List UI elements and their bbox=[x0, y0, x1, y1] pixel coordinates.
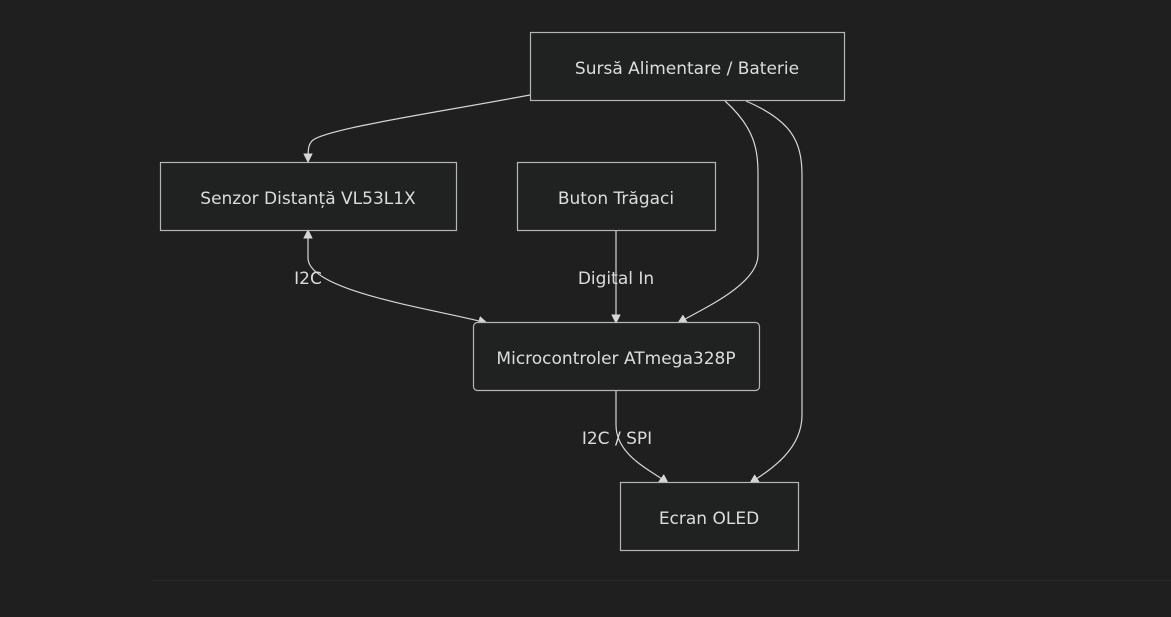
edge-label-i2c-spi: I2C / SPI bbox=[582, 429, 652, 449]
edge-label-i2c: I2C bbox=[294, 269, 322, 289]
edge-sensor-mcu bbox=[303, 229, 488, 326]
edge-mcu-to-oled bbox=[615, 391, 669, 484]
node-microcontroller[interactable]: Microcontroler ATmega328P bbox=[472, 321, 761, 392]
node-oled-screen[interactable]: Ecran OLED bbox=[619, 481, 800, 552]
node-oled-screen-label: Ecran OLED bbox=[659, 509, 759, 529]
node-trigger-button-label: Buton Trăgaci bbox=[558, 189, 674, 209]
edge-power-to-oled bbox=[745, 100, 803, 484]
edge-label-digital-in: Digital In bbox=[578, 269, 654, 289]
node-power-source-label: Sursă Alimentare / Baterie bbox=[575, 59, 799, 79]
node-trigger-button[interactable]: Buton Trăgaci bbox=[516, 161, 717, 232]
edge-power-to-sensor bbox=[303, 94, 531, 163]
node-distance-sensor[interactable]: Senzor Distanță VL53L1X bbox=[159, 161, 458, 232]
node-microcontroller-label: Microcontroler ATmega328P bbox=[496, 349, 735, 369]
node-distance-sensor-label: Senzor Distanță VL53L1X bbox=[200, 189, 416, 209]
edge-power-to-mcu bbox=[677, 100, 759, 324]
node-power-source[interactable]: Sursă Alimentare / Baterie bbox=[529, 31, 846, 102]
